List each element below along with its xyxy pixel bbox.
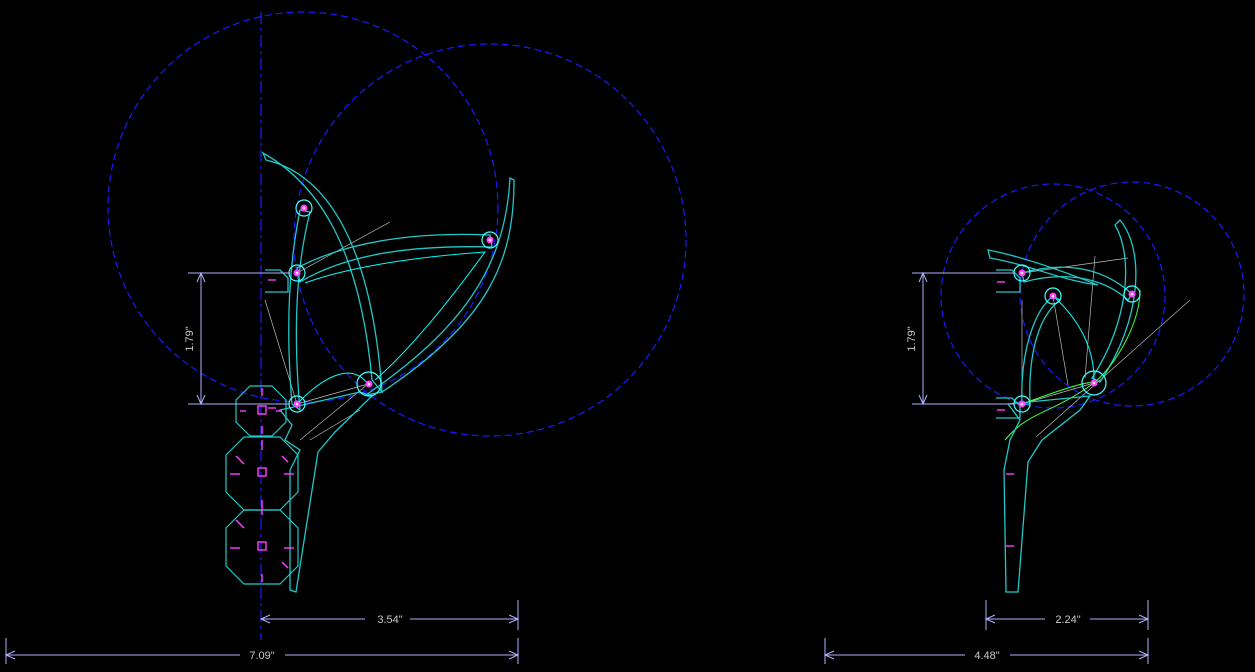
pin-joint <box>481 231 499 249</box>
left-vertical-dim-label: 1.79" <box>184 326 196 351</box>
left-construction-circle-1 <box>107 11 499 403</box>
right-vertical-dimension: 1.79" <box>906 271 1015 406</box>
left-construction-circle-2 <box>293 43 687 437</box>
left-linkage <box>261 151 515 593</box>
left-overall-horizontal-dimension: 7.09" <box>4 638 520 664</box>
left-octagon-pads <box>225 279 299 585</box>
pin-joint <box>1123 285 1141 303</box>
pin-joint <box>295 199 313 217</box>
left-overall-horizontal-dim-label: 7.09" <box>249 650 274 662</box>
right-inner-horizontal-dimension: 2.24" <box>984 600 1150 630</box>
pin-joint <box>1013 264 1031 282</box>
right-construction-circle-1 <box>940 183 1166 409</box>
right-pin-joints <box>1013 264 1141 413</box>
left-vertical-dimension: 1.79" <box>184 271 290 406</box>
right-construction-circle-2 <box>1019 181 1245 407</box>
right-overall-horizontal-dimension: 4.48" <box>823 638 1150 664</box>
left-inner-horizontal-dimension: 3.54" <box>259 600 520 630</box>
right-inner-horizontal-dim-label: 2.24" <box>1055 614 1080 626</box>
right-linkage <box>987 219 1141 593</box>
right-overall-horizontal-dim-label: 4.48" <box>974 650 999 662</box>
left-inner-horizontal-dim-label: 3.54" <box>377 614 402 626</box>
pin-joint <box>356 371 382 397</box>
right-markers <box>997 281 1014 547</box>
right-view: 1.79" 2.24" 4.48" <box>823 181 1245 664</box>
pin-joint <box>1081 370 1107 396</box>
left-view: 1.79" 3.54" 7.09" <box>4 11 687 664</box>
pin-joint <box>1044 287 1062 305</box>
right-vertical-dim-label: 1.79" <box>906 326 918 351</box>
